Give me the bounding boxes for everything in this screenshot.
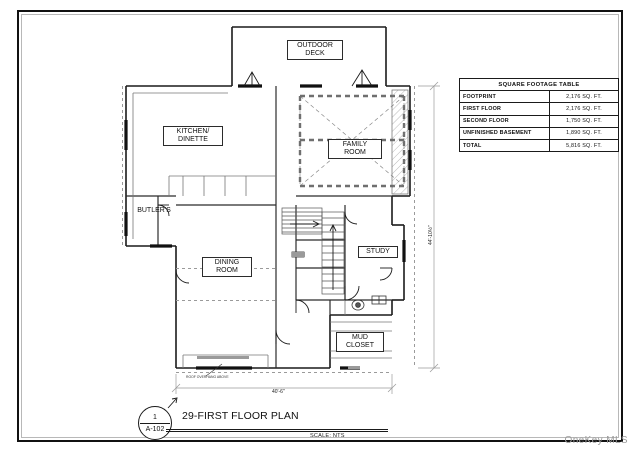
room-label-mud-closet: MUD CLOSET (336, 332, 384, 352)
table-row: FOOTPRINT 2,176 SQ. FT. (459, 90, 619, 104)
room-label-outdoor-deck: OUTDOOR DECK (287, 40, 343, 60)
footing-dash-bottom (176, 372, 392, 373)
row-value-first-floor: 2,176 SQ. FT. (549, 102, 619, 116)
room-label-family-room: FAMILY ROOM (328, 139, 382, 159)
row-value-second-floor: 1,750 SQ. FT. (549, 114, 619, 128)
row-value-unfinished-basement: 1,890 SQ. FT. (549, 126, 619, 140)
sheet-border-inner (21, 14, 619, 438)
footing-dash-right (414, 86, 415, 368)
table-title: SQUARE FOOTAGE TABLE (459, 77, 619, 92)
overhang-dash-top (300, 94, 404, 97)
dimension-overall-width: 40'-6" (272, 389, 285, 395)
room-label-kitchen-dinette: KITCHEN/ DINETTE (163, 126, 223, 146)
note-roof-overhang: ROOF OVERHANG ABOVE (186, 375, 229, 379)
detail-marker-divider (140, 423, 170, 424)
row-label-unfinished-basement: UNFINISHED BASEMENT (459, 126, 550, 140)
title-rule-lower (166, 431, 388, 432)
sheet-border-outer (17, 10, 623, 442)
table-row: FIRST FLOOR 2,176 SQ. FT. (459, 102, 619, 116)
room-label-study: STUDY (358, 246, 398, 258)
title-rule-upper (166, 429, 388, 430)
table-row: SECOND FLOOR 1,750 SQ. FT. (459, 114, 619, 128)
title-block: 1 A-102 29-FIRST FLOOR PLAN SCALE: NTS (138, 404, 388, 444)
scale-note: SCALE: NTS (310, 433, 345, 439)
room-label-butlers-pantry: BUTLER'S (137, 207, 171, 214)
table-header-row: SQUARE FOOTAGE TABLE (459, 77, 619, 92)
room-label-dining-room: DINING ROOM (202, 257, 252, 277)
detail-marker: 1 A-102 (138, 406, 172, 440)
sheet-number: A-102 (145, 426, 165, 433)
dimension-overall-depth: 44'-10½" (428, 225, 434, 245)
detail-number: 1 (153, 414, 157, 421)
row-label-footprint: FOOTPRINT (459, 90, 550, 104)
row-label-total: TOTAL (459, 138, 550, 153)
row-label-second-floor: SECOND FLOOR (459, 114, 550, 128)
row-label-first-floor: FIRST FLOOR (459, 102, 550, 116)
table-row: UNFINISHED BASEMENT 1,890 SQ. FT. (459, 126, 619, 140)
plan-title: 29-FIRST FLOOR PLAN (182, 410, 299, 422)
square-footage-table: SQUARE FOOTAGE TABLE FOOTPRINT 2,176 SQ.… (459, 77, 619, 153)
row-value-footprint: 2,176 SQ. FT. (549, 90, 619, 104)
table-row: TOTAL 5,816 SQ. FT. (459, 138, 619, 153)
watermark-onekey-mls: OneKey MLS (564, 435, 628, 446)
slab-dash-midlow (176, 300, 276, 301)
row-value-total: 5,816 SQ. FT. (549, 138, 619, 153)
footing-dash-left (122, 86, 123, 246)
